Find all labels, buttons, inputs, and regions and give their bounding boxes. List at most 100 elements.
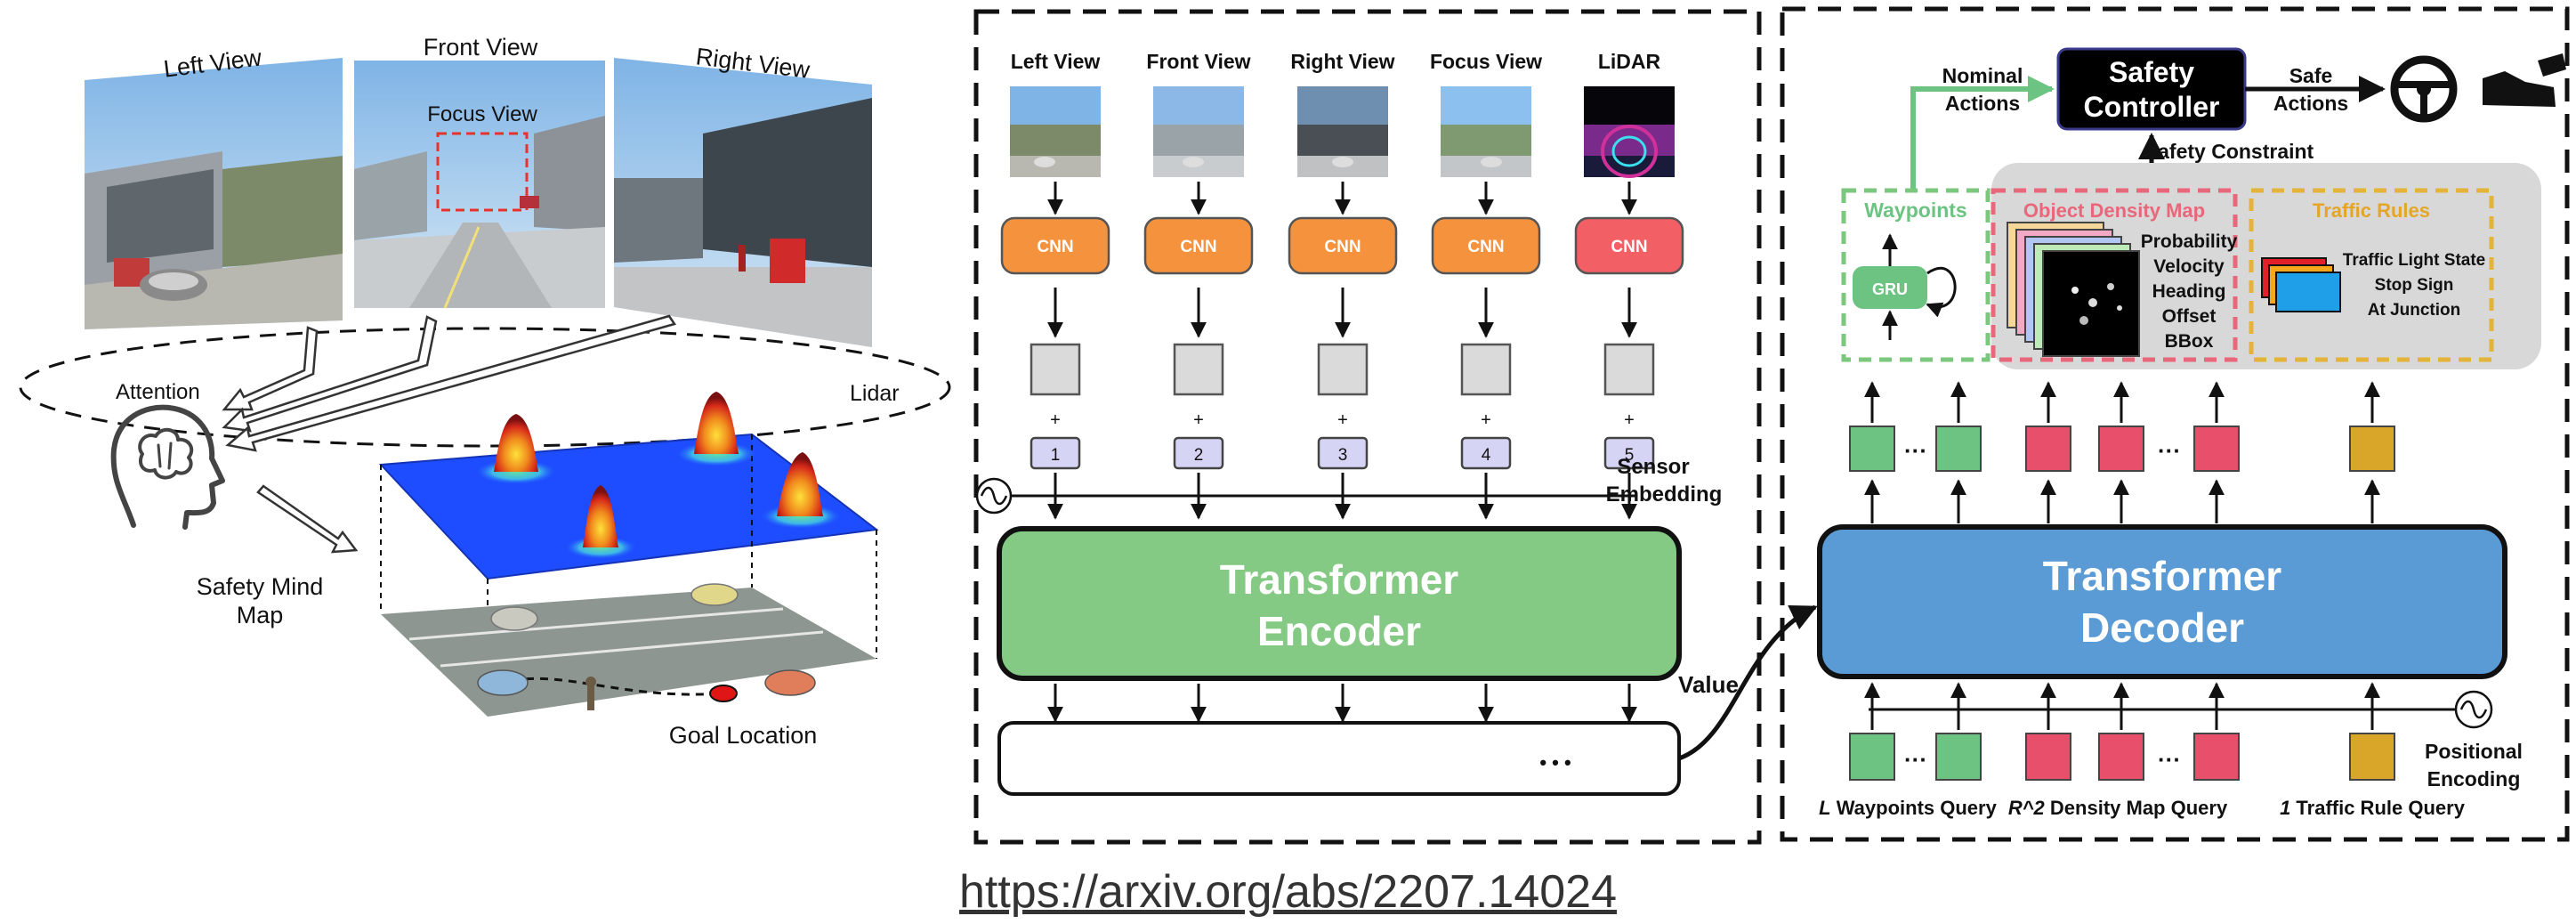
query-token bbox=[2098, 733, 2144, 781]
encoder-title-1: Transformer bbox=[1220, 556, 1459, 603]
plus-sign: + bbox=[1050, 410, 1061, 430]
waypoints-box bbox=[1841, 188, 1991, 362]
right-view-image bbox=[614, 58, 872, 347]
decoder-frame bbox=[1780, 6, 2570, 842]
waypoints-label: Waypoints bbox=[1864, 199, 1966, 222]
focus-view-label: Focus View bbox=[427, 102, 537, 126]
sensor-thumbnail bbox=[1010, 86, 1101, 177]
waypoints-query-label: L Waypoints Query bbox=[1819, 797, 1997, 819]
embedding-token bbox=[1460, 436, 1512, 470]
value-label: Value bbox=[1678, 671, 1739, 698]
density-map-box bbox=[1991, 188, 2238, 362]
attention-arrows bbox=[222, 314, 676, 554]
embedding-token bbox=[1030, 436, 1081, 470]
embedding-index: 5 bbox=[1625, 446, 1635, 465]
sensor-label: Left View bbox=[1011, 50, 1101, 73]
density-query-label: R^2 Density Map Query bbox=[2008, 797, 2228, 819]
decoder-output-token bbox=[1849, 426, 1895, 472]
density-attribute: Velocity bbox=[2153, 256, 2225, 277]
embedding-index: 2 bbox=[1194, 446, 1204, 465]
decoder-title-1: Transformer bbox=[2043, 553, 2282, 599]
embedding-index: 3 bbox=[1338, 446, 1348, 465]
decoder-output-token bbox=[2193, 426, 2240, 472]
cnn-block bbox=[1143, 216, 1254, 275]
feature-token bbox=[1030, 343, 1081, 396]
cnn-block bbox=[1000, 216, 1110, 275]
safety-constraint-label: Safety Constraint bbox=[2144, 140, 2314, 163]
sensor-label: Focus View bbox=[1430, 50, 1542, 73]
query-token bbox=[1849, 733, 1895, 781]
safety-controller-label-2: Controller bbox=[2084, 91, 2220, 123]
encoder-title-2: Encoder bbox=[1257, 608, 1421, 654]
plus-sign: + bbox=[1624, 410, 1635, 430]
cnn-block bbox=[1288, 216, 1398, 275]
plus-sign: + bbox=[1481, 410, 1491, 430]
feature-token bbox=[1603, 343, 1655, 396]
safety-mind-map-label-1: Safety Mind bbox=[197, 573, 324, 600]
ellipsis-label: • • • bbox=[1539, 751, 1571, 774]
sensor-thumbnail bbox=[1441, 86, 1531, 177]
attention-label: Attention bbox=[116, 380, 200, 404]
density-map-label: Object Density Map bbox=[2023, 199, 2205, 222]
left-panel: Left View Front View Right View Focus Vi… bbox=[19, 34, 951, 749]
cnn-label: CNN bbox=[1467, 238, 1504, 256]
feature-token bbox=[1317, 343, 1369, 396]
plus-sign: + bbox=[1337, 410, 1348, 430]
risk-peak bbox=[476, 414, 556, 484]
query-token bbox=[1935, 733, 1982, 781]
decoder-panel: Safety Controller Nominal Actions Safe A… bbox=[1780, 6, 2570, 842]
paper-url-link[interactable]: https://arxiv.org/abs/2207.14024 bbox=[958, 866, 1618, 918]
cnn-block bbox=[1574, 216, 1684, 275]
gru-loop-arrow bbox=[1926, 266, 1957, 318]
sensor-thumbnail bbox=[1153, 86, 1244, 177]
gru-label: GRU bbox=[1872, 280, 1908, 298]
dots-label: ··· bbox=[1904, 746, 1927, 773]
road-plane bbox=[381, 583, 876, 717]
encoder-frame bbox=[973, 9, 1762, 845]
traffic-attribute: Traffic Light State bbox=[2343, 251, 2485, 270]
cnn-block bbox=[1431, 216, 1541, 275]
gru-block bbox=[1853, 266, 1927, 309]
cnn-label: CNN bbox=[1611, 238, 1647, 256]
steering-wheel-icon bbox=[2390, 55, 2458, 123]
cnn-label: CNN bbox=[1324, 238, 1361, 256]
positional-encoding-label-1: Positional bbox=[2425, 740, 2523, 763]
density-map-stack bbox=[2007, 222, 2140, 357]
sensor-thumbnail bbox=[1297, 86, 1388, 177]
embedding-token bbox=[1317, 436, 1369, 470]
sensor-label: Front View bbox=[1146, 50, 1250, 73]
density-attribute: Heading bbox=[2152, 281, 2226, 302]
query-token bbox=[2025, 733, 2071, 781]
brain-head-icon bbox=[110, 404, 225, 530]
encoder-output-container bbox=[997, 721, 1681, 796]
sensor-attention-ellipse bbox=[19, 327, 951, 448]
embedding-index: 1 bbox=[1051, 446, 1061, 465]
traffic-query-label: 1 Traffic Rule Query bbox=[2280, 797, 2466, 819]
positional-encoding-label-2: Encoding bbox=[2427, 767, 2521, 790]
traffic-rules-stack bbox=[2261, 257, 2341, 312]
value-arrow bbox=[1678, 604, 1818, 761]
left-view-image bbox=[85, 58, 343, 329]
dots-label: ··· bbox=[1904, 437, 1927, 464]
safety-controller-label-1: Safety bbox=[2109, 56, 2194, 88]
feature-token bbox=[1460, 343, 1512, 396]
embedding-token bbox=[1173, 436, 1224, 470]
density-attribute: Offset bbox=[2162, 306, 2217, 327]
feature-token bbox=[1173, 343, 1224, 396]
query-token bbox=[2193, 733, 2240, 781]
safety-mind-map-surface bbox=[378, 392, 879, 717]
sensor-thumbnail bbox=[1584, 86, 1675, 178]
plus-sign: + bbox=[1193, 410, 1204, 430]
decoder-output-token bbox=[1935, 426, 1982, 472]
nominal-actions-label-1: Nominal bbox=[1942, 64, 2023, 87]
sensor-embedding-label-1: Sensor bbox=[1617, 455, 1689, 479]
traffic-attribute: At Junction bbox=[2368, 301, 2461, 320]
risk-peak bbox=[761, 452, 841, 529]
nominal-actions-arrow bbox=[1910, 76, 2055, 189]
embedding-token bbox=[1603, 436, 1655, 470]
